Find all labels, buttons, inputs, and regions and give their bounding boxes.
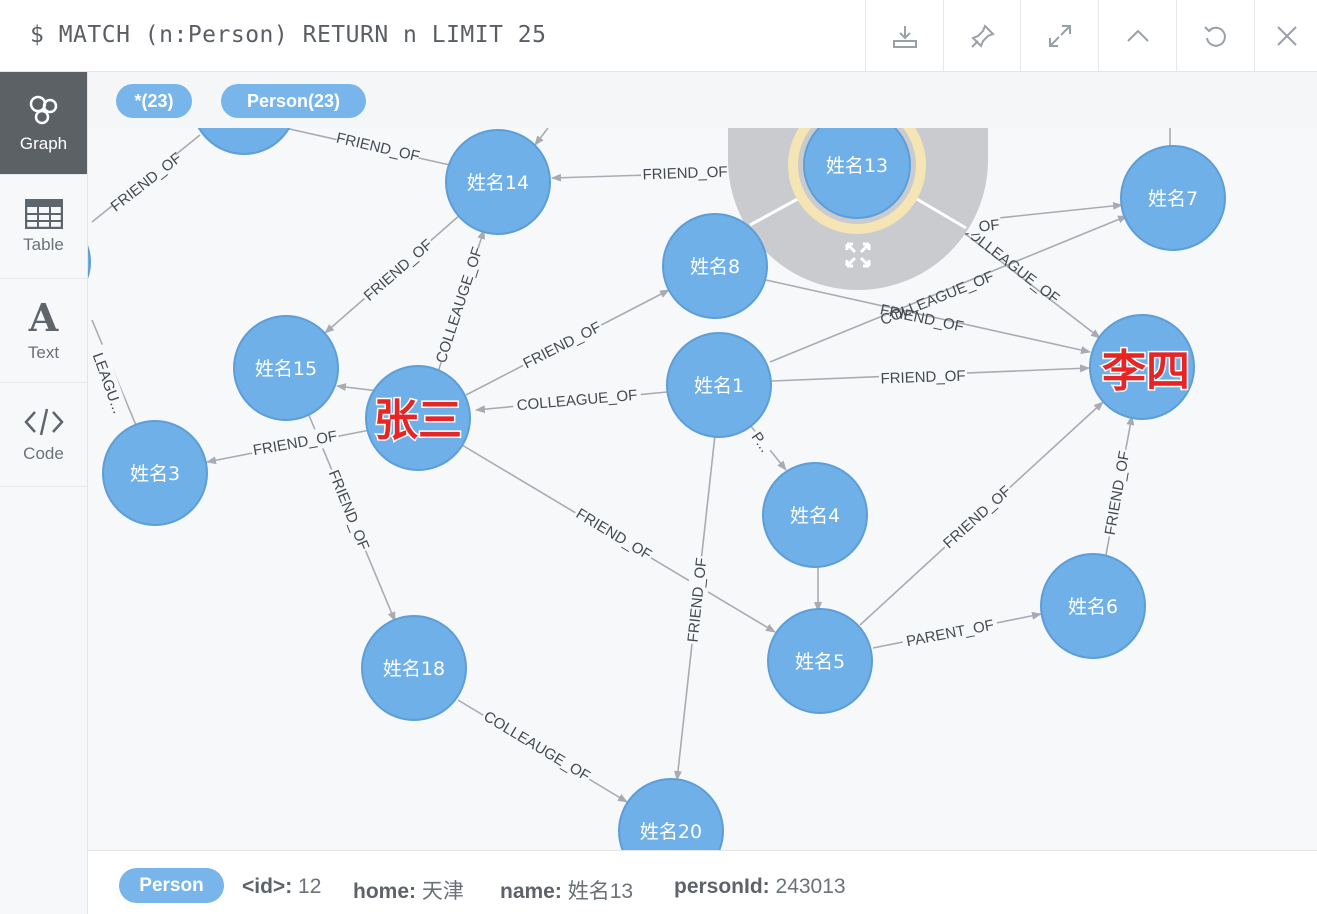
sidebar-item-label: Text	[27, 343, 60, 362]
node-label: 姓名14	[467, 172, 529, 194]
graph-node[interactable]: 姓名1	[666, 332, 772, 438]
collapse-icon	[1126, 29, 1149, 42]
graph-node[interactable]: 姓名8	[662, 213, 768, 319]
edge-label: COLLEAUGE_OF	[481, 708, 593, 785]
edge-label: FRIEND_OF	[520, 319, 603, 373]
node-label: 姓名1	[694, 375, 744, 397]
menu-divider	[749, 193, 806, 227]
sidebar-item-label: Table	[23, 235, 64, 254]
edges	[91, 128, 1171, 803]
expand-icon	[1048, 24, 1071, 47]
node-label: 姓名5	[795, 651, 845, 673]
graph-node[interactable]: 姓名14	[445, 129, 551, 235]
edge-label: FRIEND_OF	[573, 505, 655, 563]
node-label: 姓名4	[790, 505, 840, 527]
code-icon	[23, 408, 64, 436]
graph-node-zhangsan[interactable]	[365, 365, 471, 471]
graph-node[interactable]: 姓名20	[618, 778, 724, 850]
graph-icon	[29, 95, 57, 125]
prop-home: home: 天津	[353, 880, 464, 903]
download-icon	[892, 25, 917, 48]
node-label: 姓名7	[1148, 188, 1198, 210]
edge-label: _OF	[969, 217, 1001, 237]
download-button[interactable]	[865, 0, 943, 71]
graph-node[interactable]: 姓名4	[762, 462, 868, 568]
query-text[interactable]: $ MATCH (n:Person) RETURN n LIMIT 25	[30, 22, 547, 48]
prop-personid: personId: 243013	[674, 875, 846, 898]
node-partial-top-left[interactable]	[192, 128, 296, 155]
node-properties-bar: Person <id>: 12 home: 天津 name: 姓名13 pers…	[88, 850, 1317, 914]
sidebar-item-label: Graph	[19, 134, 68, 153]
node-label: 姓名8	[690, 256, 740, 278]
node-label-badge[interactable]: Person	[119, 868, 224, 903]
edge-labels: FRIEND_OF FRIEND_OF FRIEND_OF FRIEND_OF …	[88, 128, 1135, 787]
edge-label: FRIEND_OF	[1102, 450, 1134, 537]
edge-label: COLLEAUGE_OF	[433, 245, 487, 365]
label-filter-bar: *(23) Person(23)	[88, 72, 1317, 128]
graph-node[interactable]: 姓名18	[361, 615, 467, 721]
refresh-button[interactable]	[1176, 0, 1254, 71]
graph-node[interactable]: 姓名3	[102, 420, 208, 526]
graph-node[interactable]: 姓名13	[803, 128, 911, 219]
query-bar: $ MATCH (n:Person) RETURN n LIMIT 25	[0, 0, 1317, 72]
edge-line	[765, 279, 1091, 354]
graph-canvas[interactable]: FRIEND_OF FRIEND_OF FRIEND_OF FRIEND_OF …	[88, 128, 1317, 850]
edge-line	[769, 215, 1128, 363]
pin-button[interactable]	[943, 0, 1021, 71]
edge-label: FRIEND_OF	[108, 150, 185, 216]
node-label: 姓名15	[255, 358, 317, 380]
sidebar-item-table[interactable]: Table	[0, 176, 87, 279]
edge-label: PARENT_OF	[905, 617, 996, 651]
sidebar-item-label: Code	[23, 444, 64, 463]
collapse-button[interactable]	[1098, 0, 1176, 71]
refresh-icon	[1203, 25, 1226, 47]
node-label: 姓名6	[1068, 596, 1118, 618]
sidebar-item-code[interactable]: Code	[0, 384, 87, 487]
graph-svg: FRIEND_OF FRIEND_OF FRIEND_OF FRIEND_OF …	[88, 128, 1226, 850]
expand-neighbours-icon[interactable]	[845, 242, 871, 268]
menu-divider	[909, 193, 967, 230]
sidebar-item-text[interactable]: A Text	[0, 280, 87, 383]
graph-node[interactable]: 姓名7	[1120, 145, 1226, 251]
annotation-lisi: 李四	[1102, 346, 1190, 397]
view-sidebar: Graph Table A Text Code	[0, 72, 88, 914]
node-label: 姓名13	[826, 155, 888, 177]
tag-person[interactable]: Person(23)	[221, 84, 366, 118]
selection-halo	[788, 128, 926, 234]
pin-icon	[970, 23, 995, 48]
fullscreen-button[interactable]	[1020, 0, 1098, 71]
node-partial-left[interactable]	[88, 214, 91, 310]
graph-node[interactable]: 姓名15	[233, 315, 339, 421]
node-label: 姓名3	[130, 463, 180, 485]
edge-label: FRIEND_OF	[325, 468, 373, 553]
annotation-zhangsan: 张三	[374, 395, 462, 446]
sidebar-item-graph[interactable]: Graph	[0, 72, 87, 175]
table-icon	[24, 199, 63, 229]
edge-label: FRIEND_OF	[642, 164, 728, 184]
graph-node[interactable]: 姓名6	[1040, 553, 1146, 659]
edge-label: P...	[748, 429, 774, 456]
graph-node[interactable]: 姓名5	[767, 608, 873, 714]
node-label: 姓名18	[383, 658, 445, 680]
edge-label: LEAGU...	[89, 350, 127, 415]
text-icon: A	[28, 295, 59, 340]
tag-all-nodes[interactable]: *(23)	[116, 84, 192, 118]
edge-line	[534, 128, 549, 146]
prop-id: <id>: 12	[242, 875, 322, 898]
graph-node-lisi[interactable]	[1089, 314, 1195, 420]
node-label: 姓名20	[640, 821, 702, 843]
edge-label: FRIEND_OF	[335, 130, 422, 166]
close-button[interactable]	[1254, 0, 1317, 71]
close-icon	[1276, 25, 1297, 46]
prop-name: name: 姓名13	[500, 880, 634, 903]
edge-label: FRIEND_OF	[880, 368, 966, 388]
edge-label: FRIEND_OF	[361, 236, 436, 305]
edge-label: FRIEND_OF	[940, 483, 1015, 553]
nodes: 姓名13 姓名14 姓名7 姓名8 姓名15 姓名1 姓名3 姓名4 姓名6 姓…	[88, 128, 1226, 850]
